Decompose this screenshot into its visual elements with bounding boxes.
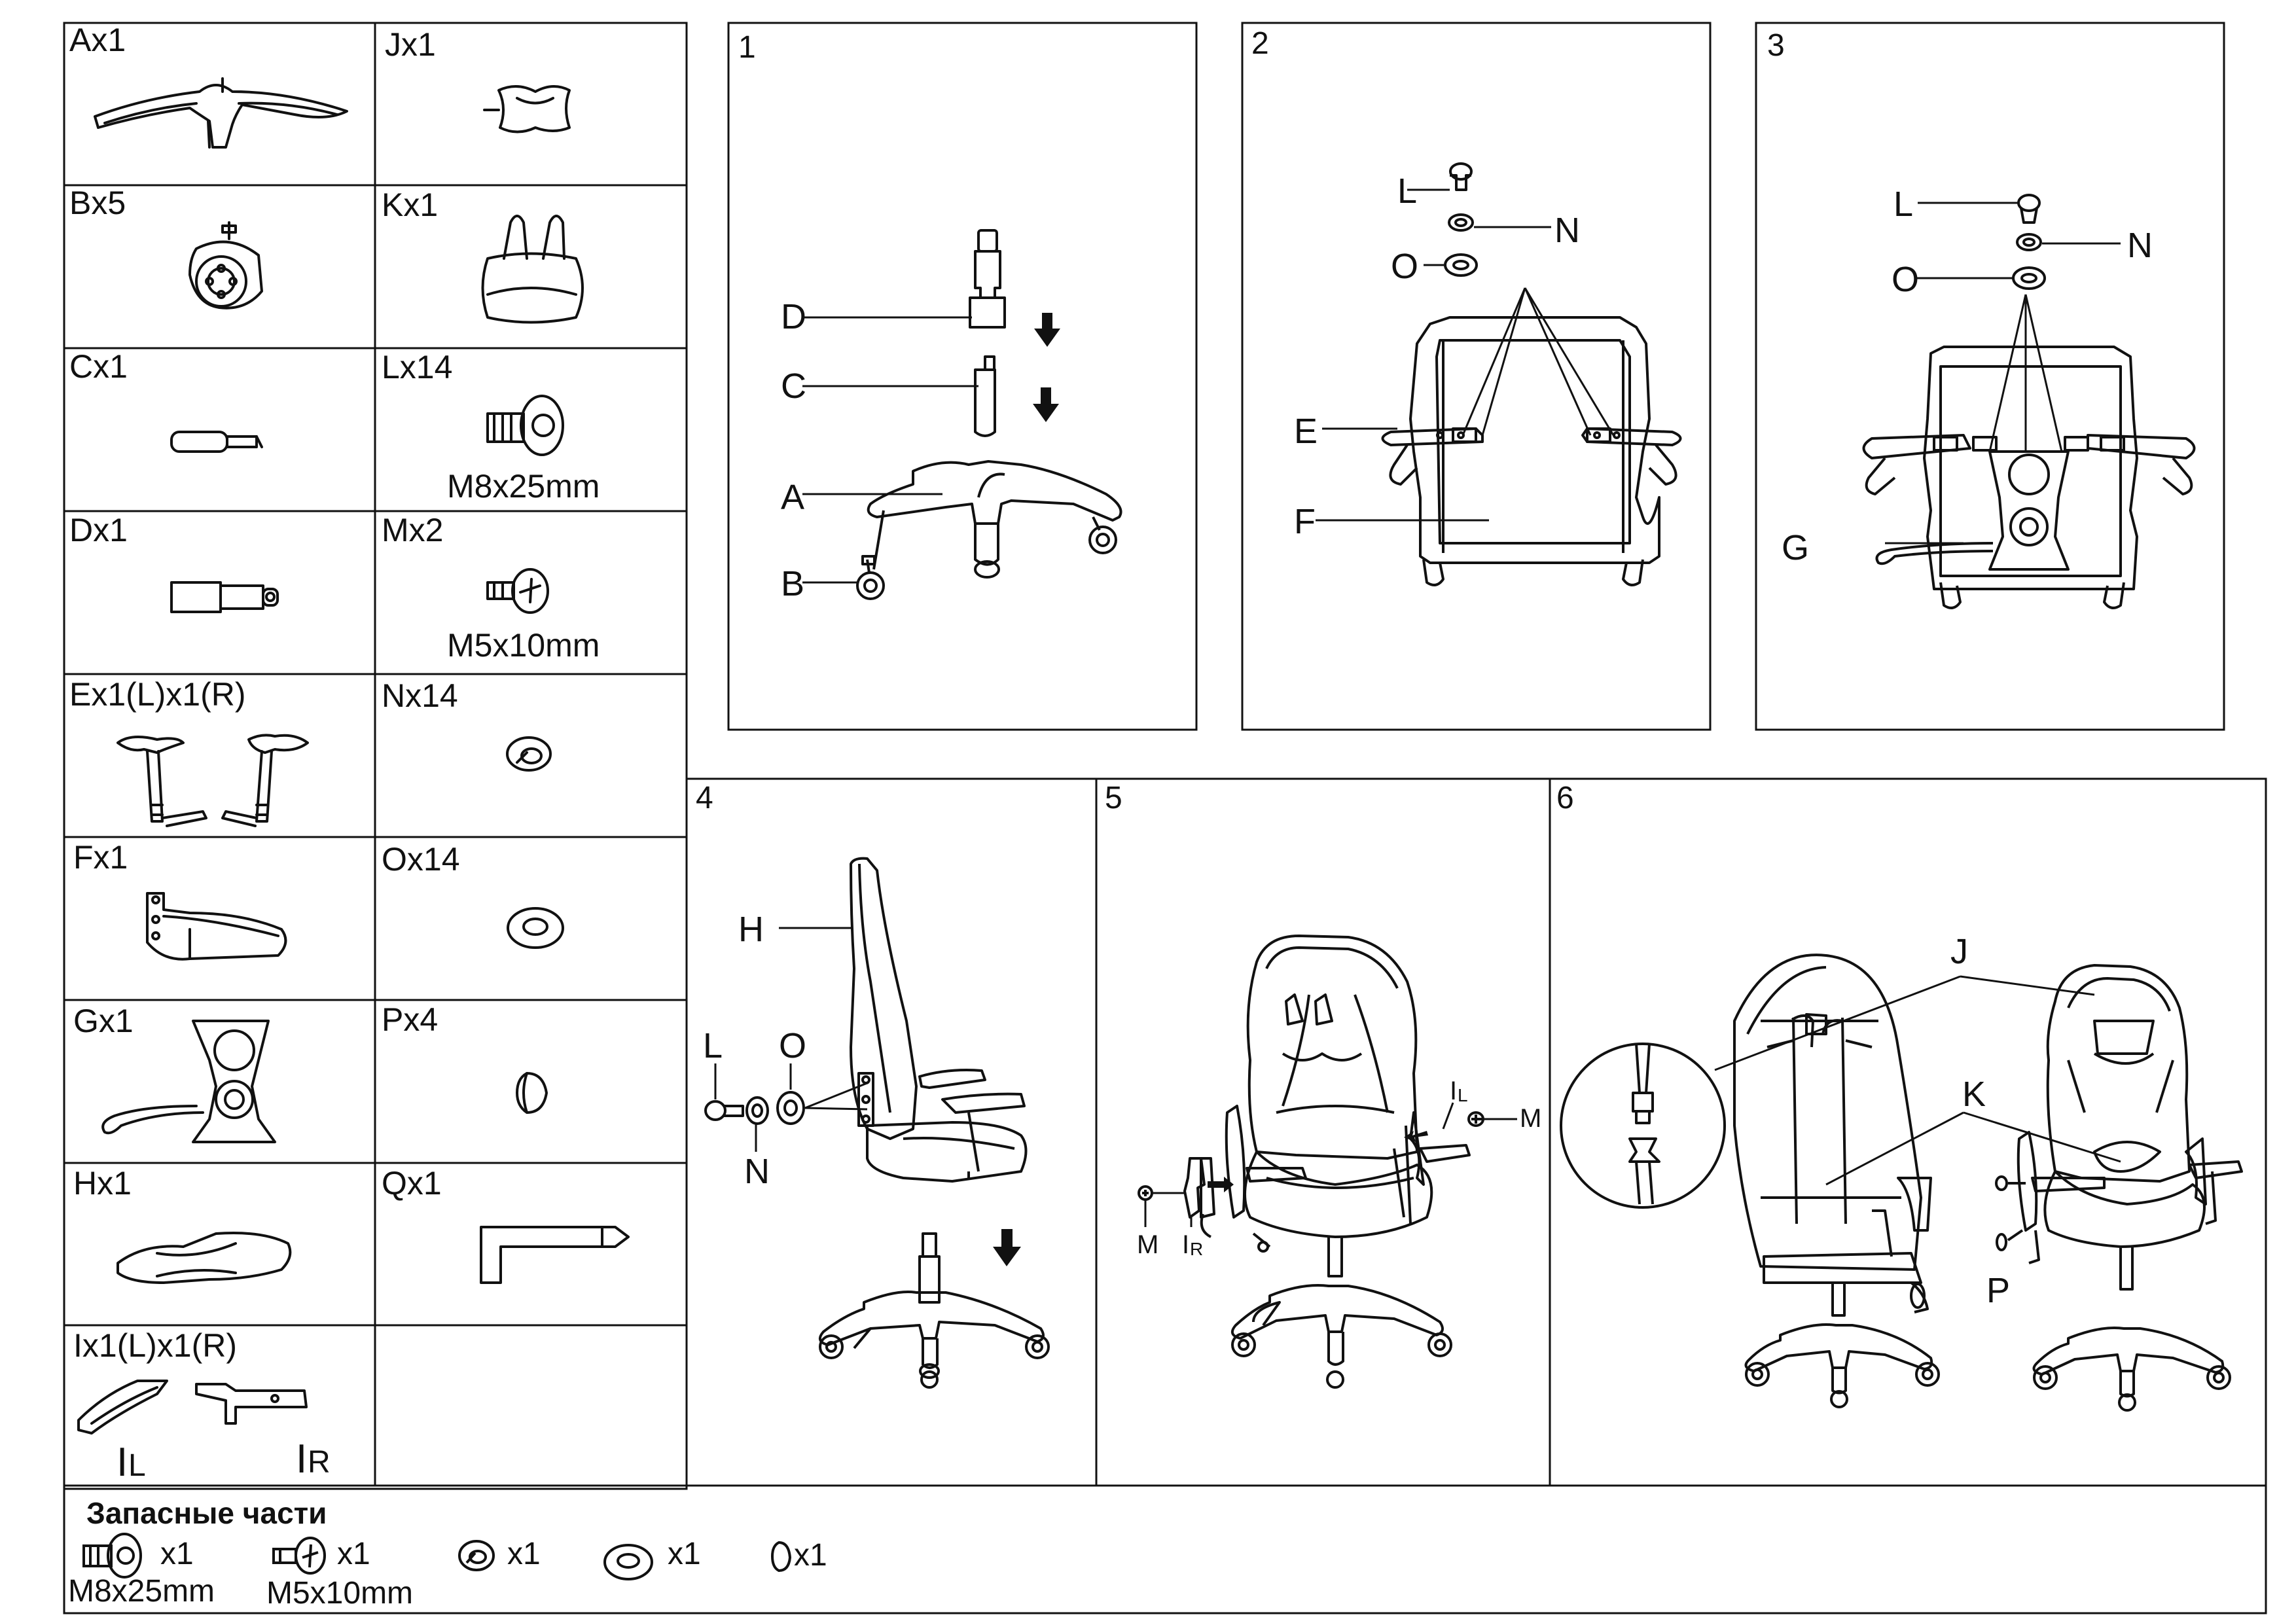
step-frames [63,22,2267,1614]
caster-drawing [188,221,263,310]
part-label-n: Nx14 [382,677,458,714]
i-left-sub: L [128,1448,146,1483]
step5-label-il-main: I [1450,1077,1457,1105]
part-label-l: Lx14 [382,349,452,385]
step1-drawing [856,229,1122,600]
bolt-m8-drawing [486,395,564,456]
i-right-main: I [296,1436,307,1482]
part-label-a: Ax1 [69,22,126,58]
step-number-5: 5 [1105,781,1122,815]
base-star-drawing [94,77,348,149]
part-label-h: Hx1 [73,1165,132,1202]
part-label-e: Ex1(L)x1(R) [69,676,245,713]
i-left-main: I [117,1440,128,1485]
part-spec-l: M8x25mm [447,468,600,505]
step1-label-c: C [781,366,806,406]
step-number-6: 6 [1556,781,1574,815]
spare-qty-screw: x1 [337,1537,370,1571]
step2-label-e: E [1294,412,1318,451]
step1-label-a: A [781,478,804,517]
step5-drawing [1138,935,1484,1389]
headrest-pillow-drawing [483,85,571,134]
step-number-4: 4 [696,781,713,815]
step-number-3: 3 [1767,28,1785,63]
step3-leaders [1885,202,2121,544]
spare-qty-bolt: x1 [160,1537,194,1571]
step4-label-h: H [738,910,764,949]
step4-label-n: N [744,1152,770,1191]
step5-label-il-sub: L [1458,1085,1468,1105]
step6-leaders [1714,975,2121,1186]
step1-label-d: D [781,297,806,336]
step5-label-m-left: M [1137,1230,1158,1259]
cap-plug-drawing [516,1072,548,1114]
spare-spec-screw: M5x10mm [266,1576,413,1611]
step4-label-l: L [703,1026,723,1065]
part-label-c: Cx1 [69,348,128,385]
parts-table [63,22,688,1490]
step1-leaders [802,316,978,584]
step2-label-f: F [1294,502,1316,541]
step6-label-k: K [1962,1075,1986,1114]
part-label-k: Kx1 [382,187,438,223]
step3-drawing [1862,194,2196,609]
armrest-pair-drawing [117,734,309,827]
step3-label-l: L [1893,185,1913,224]
screw-m5-drawing [486,568,549,614]
part-label-j: Jx1 [385,26,436,63]
spare-qty-flat-washer: x1 [668,1537,701,1571]
spring-washer-drawing [506,736,552,772]
spare-parts-title: Запасные части [86,1496,327,1530]
spare-qty-plug: x1 [794,1538,827,1573]
backrest-drawing [117,1232,292,1284]
seat-drawing [146,892,287,961]
gas-cover-drawing [170,581,279,613]
step-number-1: 1 [738,30,756,65]
part-label-f: Fx1 [73,839,128,876]
step5-label-m-right: M [1520,1104,1541,1133]
spare-spec-bolt: M8x25mm [68,1574,215,1609]
part-label-i: Ix1(L)x1(R) [73,1327,237,1364]
step5-label-ir-sub: R [1190,1239,1203,1259]
step2-label-n: N [1554,211,1580,250]
part-label-d: Dx1 [69,512,128,548]
step4-drawing [704,857,1050,1389]
step2-leaders [1316,188,1615,522]
step4-label-o: O [779,1026,806,1065]
step3-label-g: G [1782,528,1809,567]
step2-label-l: L [1397,171,1417,211]
spare-qty-spring-washer: x1 [507,1537,541,1571]
step3-label-o: O [1892,260,1919,299]
part-label-p: Px4 [382,1001,438,1038]
flat-washer-drawing [507,907,564,949]
side-cover-pair-drawing [77,1380,308,1435]
part-label-q: Qx1 [382,1165,442,1202]
step1-label-b: B [781,564,804,603]
step4-leaders [714,927,868,1152]
part-label-o: Ox14 [382,841,460,878]
i-right-sub: R [308,1445,331,1480]
step1-arrows [1033,313,1060,422]
part-label-g: Gx1 [73,1003,134,1039]
step-number-2: 2 [1251,26,1269,61]
step6-label-p: P [1986,1271,2010,1310]
part-label-m: Mx2 [382,512,443,548]
part-label-b: Bx5 [69,185,126,221]
step6-drawing [1560,954,2243,1412]
step2-label-o: O [1391,247,1418,286]
spare-parts-icons [82,1533,792,1580]
step4-arrow [993,1229,1021,1266]
step3-label-n: N [2127,226,2153,265]
lumbar-pillow-drawing [481,215,584,324]
step5-arrows [1208,1131,1428,1192]
step6-label-j: J [1950,932,1968,971]
hex-key-drawing [480,1226,630,1284]
step5-label-ir-main: I [1182,1230,1189,1259]
part-spec-m: M5x10mm [447,627,600,664]
step5-leaders [1144,1102,1517,1227]
part-labels: Ax1 Jx1 Bx5 Kx1 Cx1 Lx14 M8x25mm Dx1 Mx2… [69,22,600,1364]
gas-lift-drawing [170,431,263,453]
tilt-mechanism-drawing [101,1020,276,1143]
